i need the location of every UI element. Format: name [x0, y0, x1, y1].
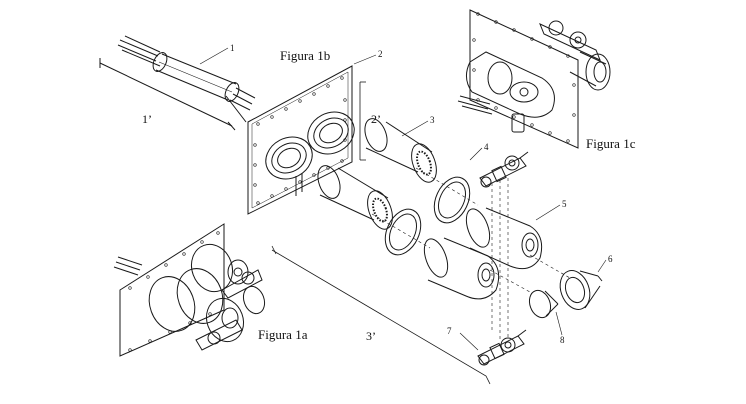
leader-7: [459, 332, 479, 351]
part-number-4: 4: [484, 142, 489, 152]
leader-3: [401, 120, 429, 137]
group-label-1: 1’: [142, 112, 152, 126]
bracket-3: [271, 249, 491, 385]
component-7-manifold-top: [479, 151, 529, 188]
component-2-plate: [247, 65, 355, 215]
component-1-tube: [117, 35, 256, 123]
component-6-cone: [559, 270, 603, 310]
component-3-cylinders: [317, 118, 437, 230]
component-5-housings: [423, 207, 543, 300]
part-number-8: 8: [560, 335, 565, 345]
leader-5: [535, 204, 561, 221]
part-number-7: 7: [447, 326, 452, 336]
leader-2: [353, 54, 377, 65]
component-7-manifold-bottom: [477, 329, 527, 366]
component-4-rings: [384, 176, 471, 256]
component-8-cone: [528, 289, 559, 319]
figure-label-1b: Figura 1b: [280, 48, 331, 63]
part-number-2: 2: [378, 49, 383, 59]
bracket-2: [359, 81, 366, 161]
group-label-2: 2’: [371, 112, 381, 126]
leader-6: [597, 259, 607, 273]
leader-1: [199, 47, 229, 65]
part-number-3: 3: [430, 115, 435, 125]
figure-1c-assembly: [457, 9, 611, 149]
leader-4: [469, 147, 483, 161]
part-number-1: 1: [230, 43, 235, 53]
leader-8: [555, 311, 563, 336]
figure-label-1c: Figura 1c: [586, 136, 636, 151]
figure-label-1a: Figura 1a: [258, 327, 308, 342]
group-label-3: 3’: [366, 329, 376, 343]
bracket-1: [99, 62, 233, 127]
part-number-5: 5: [562, 199, 567, 209]
part-number-6: 6: [608, 254, 613, 264]
figure-1a-assembly: [113, 223, 266, 357]
